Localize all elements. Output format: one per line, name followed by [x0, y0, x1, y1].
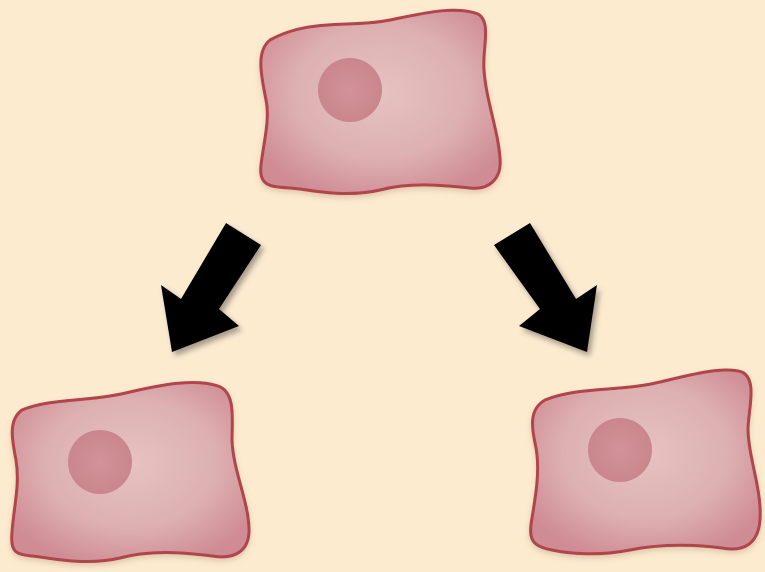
right-arrow-icon — [494, 223, 597, 352]
parent-cell-nucleus — [318, 58, 382, 122]
daughter-cell-left — [12, 382, 249, 561]
parent-cell-membrane — [261, 10, 501, 193]
daughter-cell-right — [531, 370, 761, 554]
left-arrow-icon — [161, 223, 261, 352]
arrow-to-left-daughter — [161, 223, 261, 352]
arrow-to-right-daughter — [494, 223, 597, 352]
daughter-cell-left-nucleus — [68, 430, 132, 494]
parent-cell — [261, 10, 501, 193]
daughter-cell-right-nucleus — [588, 418, 652, 482]
